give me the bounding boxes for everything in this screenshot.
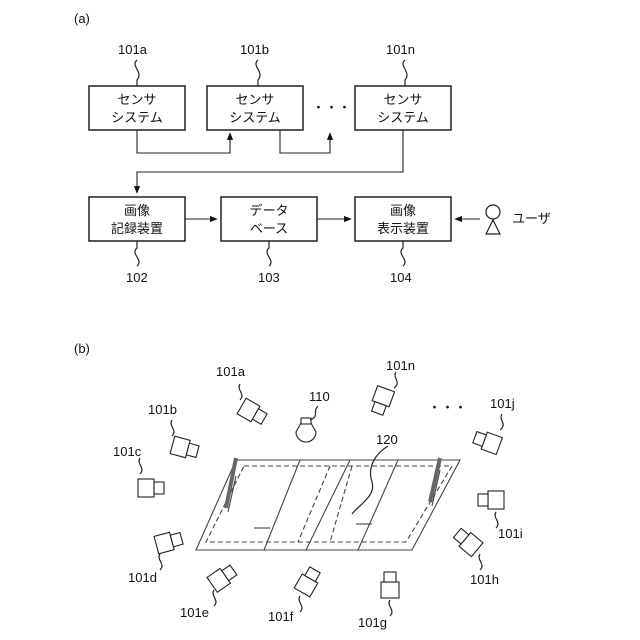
camera-101h-leader bbox=[479, 554, 482, 570]
database-line2: ベース bbox=[250, 221, 288, 236]
chain-1-to-2 bbox=[137, 130, 230, 153]
sensor-n-line2: システム bbox=[377, 110, 429, 125]
camera-101h-icon bbox=[451, 526, 482, 557]
sensor-n-line1: センサ bbox=[383, 92, 422, 107]
camera-101e-ref: 101e bbox=[180, 605, 209, 620]
virtual-camera-ref: 110 bbox=[309, 389, 330, 404]
field-ref: 120 bbox=[376, 432, 398, 447]
camera-101d-ref: 101d bbox=[128, 570, 157, 585]
camera-101c-ref: 101c bbox=[113, 444, 142, 459]
sensor-n-leader bbox=[403, 60, 407, 86]
camera-101g-leader bbox=[389, 600, 392, 616]
sensor-1-line2: システム bbox=[111, 110, 163, 125]
panel-a-label: (a) bbox=[74, 11, 90, 26]
database: データ ベース bbox=[221, 197, 317, 241]
recorder-leader bbox=[135, 241, 139, 266]
camera-101d-leader bbox=[159, 554, 162, 570]
camera-101d-icon bbox=[154, 530, 184, 554]
field-leader bbox=[352, 446, 388, 514]
display-line1: 画像 bbox=[390, 203, 416, 218]
sensor-system-2: センサ システム bbox=[207, 86, 303, 130]
recorder-line1: 画像 bbox=[124, 203, 150, 218]
display-line2: 表示装置 bbox=[377, 221, 429, 236]
database-ref: 103 bbox=[258, 270, 280, 285]
camera-101n-icon bbox=[369, 386, 395, 417]
sensor-2-line1: センサ bbox=[235, 92, 274, 107]
court-field bbox=[196, 458, 460, 550]
camera-101b-leader bbox=[171, 420, 174, 436]
user-label: ユーザ bbox=[512, 211, 551, 226]
sensor-2-leader bbox=[256, 60, 260, 86]
camera-101j-icon bbox=[472, 429, 503, 455]
recorder-line2: 記録装置 bbox=[111, 221, 163, 236]
panel-b-label: (b) bbox=[74, 341, 90, 356]
camera-101n-ref: 101n bbox=[386, 358, 415, 373]
sensor-2-line2: システム bbox=[229, 110, 281, 125]
sensor-n-ref: 101n bbox=[386, 42, 415, 57]
camera-101f-leader bbox=[299, 596, 302, 612]
camera-101j-leader bbox=[500, 414, 503, 430]
sensor-1-ref: 101a bbox=[118, 42, 148, 57]
camera-101f-icon bbox=[294, 565, 323, 597]
database-line1: データ bbox=[249, 203, 288, 218]
camera-101f-ref: 101f bbox=[268, 609, 294, 624]
image-recording-device: 画像 記録装置 bbox=[89, 197, 185, 241]
camera-101b-icon bbox=[170, 436, 200, 460]
camera-101i-ref: 101i bbox=[498, 526, 523, 541]
camera-101h-ref: 101h bbox=[470, 572, 499, 587]
user-icon bbox=[486, 205, 500, 234]
camera-ellipsis: ・・・ bbox=[428, 400, 467, 415]
chain-n-to-recorder bbox=[137, 130, 403, 193]
sensor-system-n: センサ システム bbox=[355, 86, 451, 130]
camera-101n-leader bbox=[394, 372, 397, 388]
camera-101i-icon bbox=[478, 491, 504, 509]
camera-101b-ref: 101b bbox=[148, 402, 177, 417]
camera-101a-icon bbox=[237, 398, 269, 427]
display-leader bbox=[401, 241, 405, 266]
sensor-ellipsis: ・・・ bbox=[312, 100, 351, 115]
camera-101c-leader bbox=[139, 458, 142, 474]
camera-101a-ref: 101a bbox=[216, 364, 246, 379]
sensor-2-ref: 101b bbox=[240, 42, 269, 57]
database-leader bbox=[267, 241, 271, 266]
virtual-camera-icon bbox=[296, 418, 316, 442]
sensor-1-line1: センサ bbox=[117, 92, 156, 107]
sensor-system-1: センサ システム bbox=[89, 86, 185, 130]
image-display-device: 画像 表示装置 bbox=[355, 197, 451, 241]
camera-101e-icon bbox=[207, 563, 239, 593]
camera-101c-icon bbox=[138, 479, 164, 497]
camera-101j-ref: 101j bbox=[490, 396, 515, 411]
sensor-1-leader bbox=[135, 60, 139, 86]
recorder-ref: 102 bbox=[126, 270, 148, 285]
camera-101g-ref: 101g bbox=[358, 615, 387, 630]
chain-2-to-n bbox=[280, 130, 330, 153]
display-ref: 104 bbox=[390, 270, 412, 285]
camera-101g-icon bbox=[381, 572, 399, 598]
camera-101e-leader bbox=[213, 590, 216, 606]
camera-101a-leader bbox=[239, 384, 242, 400]
